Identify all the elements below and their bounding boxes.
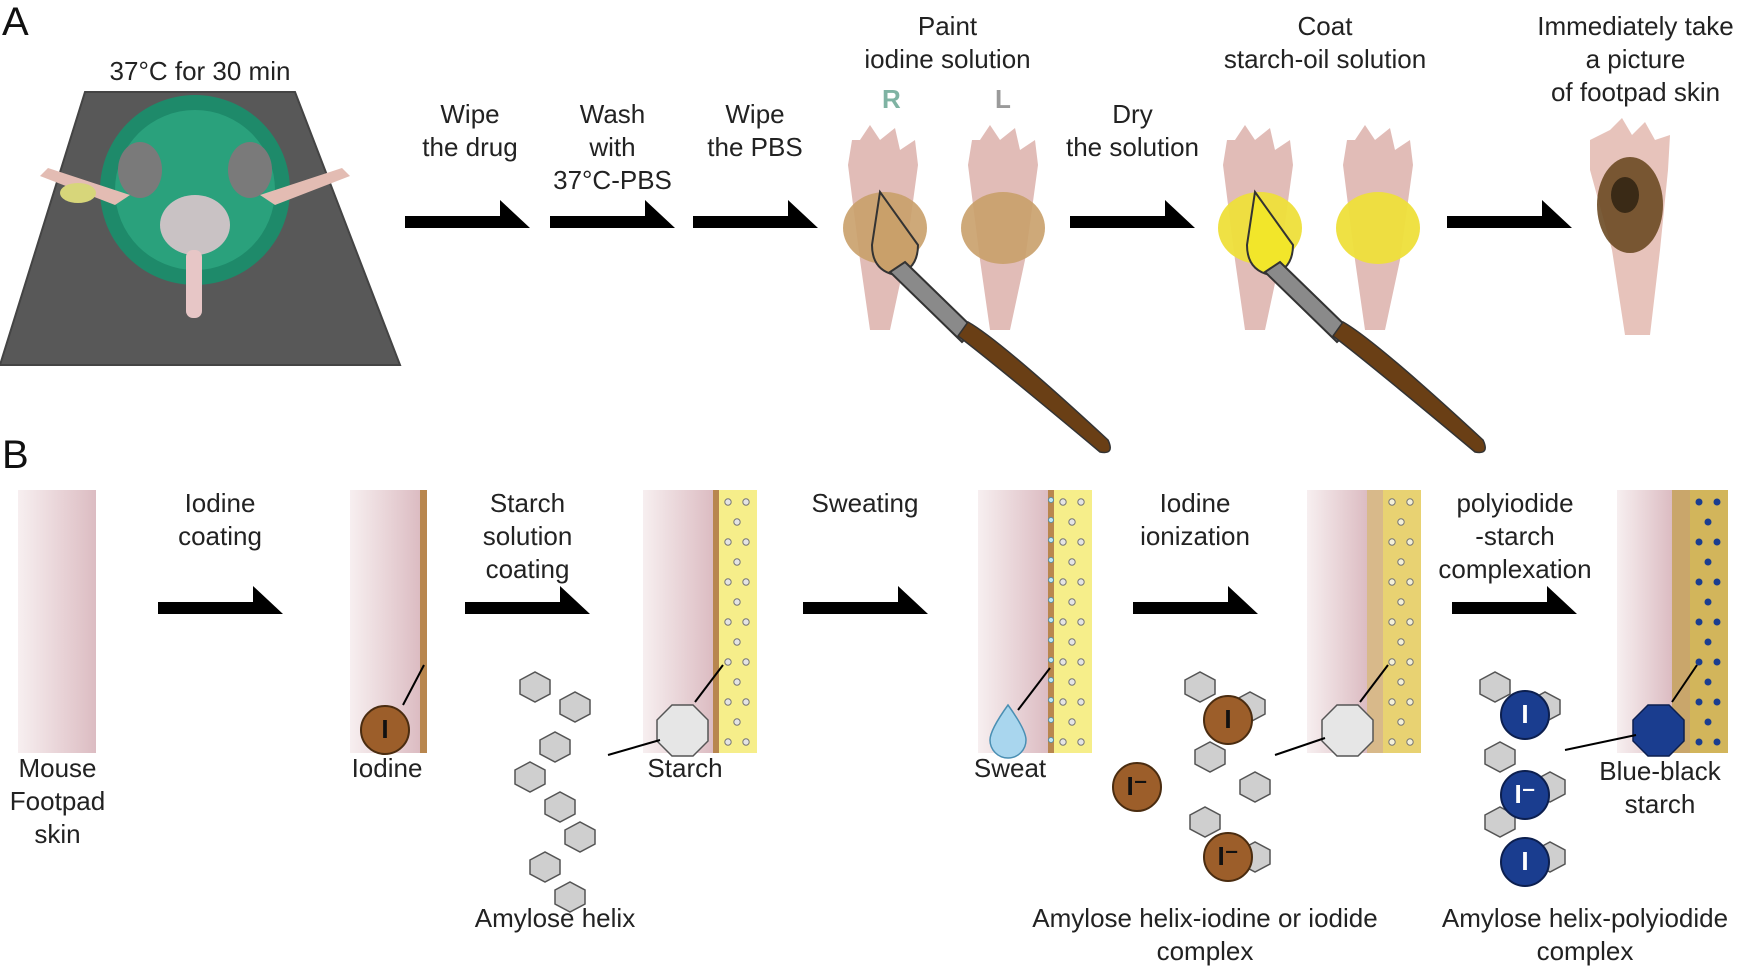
symbol-iodide-free: I⁻	[1126, 771, 1148, 801]
arrow-bottom-2	[465, 586, 590, 614]
label-amylose-polyiodide-complex: Amylose helix-polyiodide complex	[1441, 903, 1729, 966]
brush-iodine	[870, 189, 1111, 454]
arrow-bottom-4	[1133, 586, 1258, 614]
mouse-restraint-cap	[40, 95, 350, 318]
paw-label-right: R	[882, 84, 901, 114]
skin-blue-black	[1564, 490, 1728, 757]
step-paint-iodine: Paint iodine solution	[864, 11, 1031, 74]
symbol-polyiodide-3: I	[1521, 846, 1529, 876]
label-sweat: Sweat	[973, 753, 1047, 783]
label-mouse-footpad-skin: Mouse Footpad skin	[9, 753, 106, 849]
step-complexation: polyiodide -starch complexation	[1438, 488, 1592, 584]
polyiodide-1	[1500, 690, 1550, 740]
label-blue-black-starch: Blue-black starch	[1599, 756, 1721, 819]
step-sweating: Sweating	[811, 488, 919, 518]
amylose-helix-1	[514, 671, 596, 913]
label-starch: Starch	[647, 753, 723, 783]
arrow-bottom-3	[803, 586, 928, 614]
iodine-in-helix	[1203, 695, 1253, 745]
step-iodine-coating: Iodine coating	[178, 488, 262, 551]
polyiodide-3	[1500, 837, 1550, 887]
panel-label-a: A	[2, 0, 29, 44]
symbol-iodine-helix: I	[1224, 704, 1232, 734]
step-take-picture: Immediately take a picture of footpad sk…	[1537, 11, 1734, 107]
skin-with-starch	[607, 490, 757, 757]
skin-sweating	[978, 490, 1092, 759]
step-coat-starch: Coat starch-oil solution	[1223, 11, 1427, 74]
iodide-ion-free	[1112, 762, 1162, 812]
label-amylose-iodine-complex: Amylose helix-iodine or iodide complex	[1032, 903, 1378, 966]
paw-label-left: L	[995, 84, 1011, 114]
symbol-polyiodide-1: I	[1521, 699, 1529, 729]
iodide-in-helix	[1203, 832, 1253, 882]
step-wash-pbs: Wash with 37°C-PBS	[553, 99, 672, 195]
skin-bar-1	[18, 490, 96, 753]
paw-left-starch	[1336, 125, 1420, 330]
skin-with-iodine	[350, 490, 427, 755]
symbol-polyiodide-2: I⁻	[1514, 779, 1536, 809]
arrow-top-2	[550, 200, 675, 228]
step-starch-coating: Starch solution coating	[482, 488, 573, 584]
step-wipe-pbs: Wipe the PBS	[707, 99, 803, 162]
arrow-bottom-1	[158, 586, 283, 614]
arrow-top-3	[693, 200, 818, 228]
brush-starch	[1245, 189, 1486, 454]
bottom-arrows	[158, 586, 1577, 614]
step-iodine-ionization: Iodine ionization	[1140, 488, 1250, 551]
incubation-label: 37°C for 30 min	[109, 56, 291, 86]
skin-ionization	[1274, 490, 1421, 757]
arrow-top-4	[1070, 200, 1195, 228]
arrow-bottom-5	[1452, 586, 1577, 614]
polyiodide-2	[1500, 770, 1550, 820]
label-iodine: Iodine	[351, 753, 423, 783]
amylose-helix-2	[1184, 671, 1271, 873]
arrow-top-1	[405, 200, 530, 228]
symbol-iodine: I	[381, 714, 389, 744]
symbol-iodide-helix: I⁻	[1217, 841, 1239, 871]
label-amylose-helix: Amylose helix	[474, 903, 636, 933]
arrow-top-5	[1447, 200, 1572, 228]
step-dry: Dry the solution	[1066, 99, 1199, 162]
top-arrows	[405, 200, 1572, 228]
panel-label-b: B	[2, 433, 29, 477]
paw-result	[1590, 118, 1670, 335]
step-wipe-drug: Wipe the drug	[422, 99, 518, 162]
paw-left-iodine	[961, 125, 1045, 330]
